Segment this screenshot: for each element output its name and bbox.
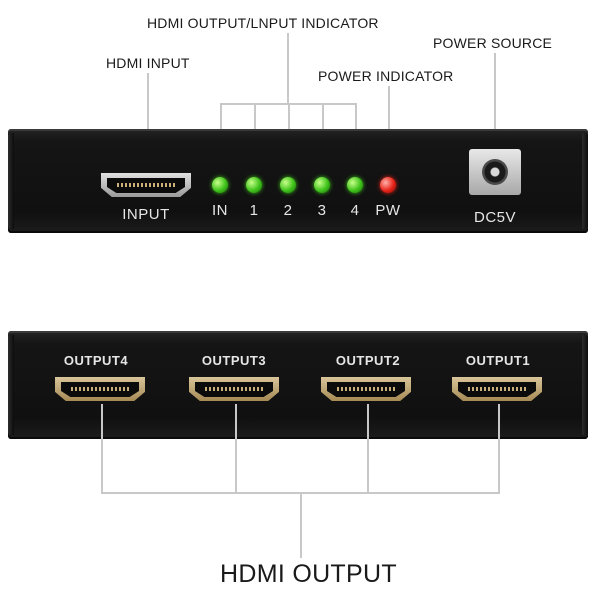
hdmi-input-leader: [147, 73, 149, 183]
led-label-2: 2: [283, 202, 293, 219]
hdmi-output3-port: [189, 377, 279, 401]
hdmi-output2-port: [321, 377, 411, 401]
output3-label: OUTPUT3: [201, 353, 267, 368]
hdmi-input-callout: HDMI INPUT: [106, 55, 190, 71]
dc-power-jack: [469, 149, 521, 195]
power-indicator-callout: POWER INDICATOR: [318, 68, 454, 84]
hdmi-output2-pins: [337, 387, 395, 391]
led-power: [380, 177, 396, 193]
hdmi-output4-pins: [71, 387, 129, 391]
hdmi-input-pins: [117, 183, 175, 187]
hdmi-output3-pins: [205, 387, 263, 391]
hdmi-output-input-indicator-callout: HDMI OUTPUT/LNPUT INDICATOR: [147, 15, 379, 31]
led-in: [212, 177, 228, 193]
output1-label: OUTPUT1: [465, 353, 531, 368]
output-stem: [300, 492, 302, 558]
hdmi-output1-port: [452, 377, 542, 401]
led-4: [347, 177, 363, 193]
power-source-callout: POWER SOURCE: [433, 35, 553, 51]
output2-leader: [367, 404, 369, 494]
hdmi-output4-port: [55, 377, 145, 401]
hdmi-input-port: [101, 173, 191, 197]
input-label: INPUT: [122, 206, 170, 223]
hdmi-output1-pins: [468, 387, 526, 391]
output2-label: OUTPUT2: [335, 353, 401, 368]
led-3: [314, 177, 330, 193]
front-panel: INPUT IN 1 2 3 4 PW DC5V: [8, 129, 588, 233]
led-label-1: 1: [249, 202, 259, 219]
output4-label: OUTPUT4: [63, 353, 129, 368]
indicator-leader-vertical: [287, 33, 289, 105]
dc-label: DC5V: [473, 209, 516, 226]
led-2: [280, 177, 296, 193]
led-label-pw: PW: [375, 202, 401, 219]
led-label-in: IN: [212, 202, 228, 219]
led-1: [246, 177, 262, 193]
hdmi-output-callout: HDMI OUTPUT: [220, 560, 397, 588]
output4-leader: [101, 404, 103, 494]
output3-leader: [235, 404, 237, 494]
led-label-3: 3: [317, 202, 327, 219]
power-source-leader: [494, 53, 496, 168]
back-panel: OUTPUT4 OUTPUT3 OUTPUT2 OUTPUT1: [8, 331, 588, 439]
led-label-4: 4: [350, 202, 360, 219]
output1-leader: [498, 404, 500, 494]
